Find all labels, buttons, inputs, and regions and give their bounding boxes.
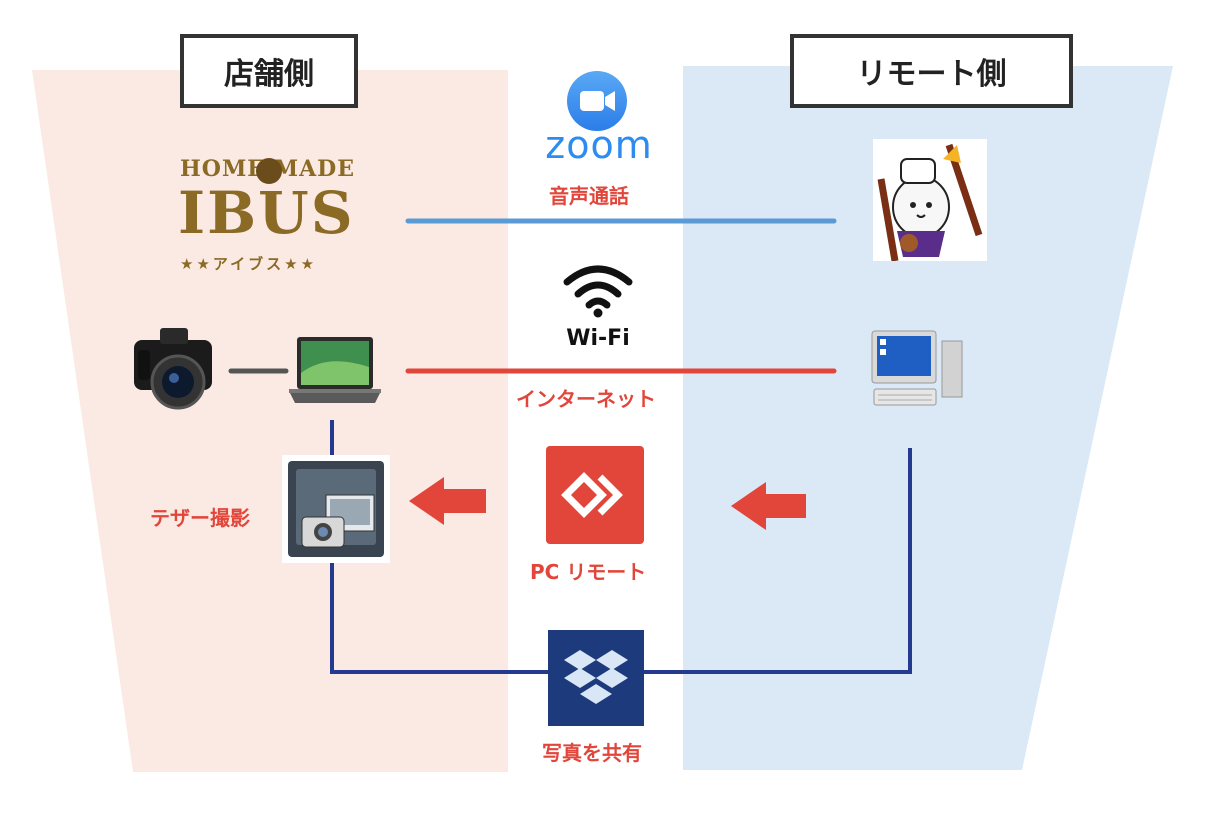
- internet-caption: インターネット: [516, 387, 656, 411]
- remote-side-label-text: リモート側: [856, 57, 1007, 92]
- dropbox-icon: [548, 630, 644, 726]
- remote-side-label: リモート側: [790, 34, 1073, 108]
- store-logo-portrait: [256, 158, 282, 184]
- store-logo-line3: ★★アイブス★★: [180, 255, 318, 273]
- wifi-icon: [563, 265, 633, 318]
- zoom-brand: zoom: [545, 123, 653, 167]
- pc-remote-caption: PC リモート: [530, 560, 647, 584]
- zoom-icon: [567, 71, 627, 131]
- chrome-remote-desktop-icon: [546, 446, 644, 544]
- laptop-icon: [289, 337, 381, 403]
- mascot-illustration: [873, 139, 987, 261]
- tether-app-icon: [282, 455, 390, 563]
- remote-side-panel: [683, 66, 1173, 770]
- store-side-label: 店舗側: [180, 34, 358, 108]
- store-side-panel: [32, 70, 508, 772]
- camera-icon: [134, 328, 212, 410]
- store-side-label-text: 店舗側: [224, 57, 314, 92]
- wifi-brand: Wi-Fi: [566, 326, 630, 351]
- arrow-left-icon: [731, 482, 806, 530]
- voice-call-caption: 音声通話: [549, 184, 629, 208]
- store-logo-line2: IBUS: [178, 179, 355, 247]
- arrow-left-icon: [409, 477, 486, 525]
- share-caption: 写真を共有: [542, 741, 642, 765]
- desktop-pc-icon: [871, 330, 963, 406]
- tether-caption: テザー撮影: [150, 506, 250, 530]
